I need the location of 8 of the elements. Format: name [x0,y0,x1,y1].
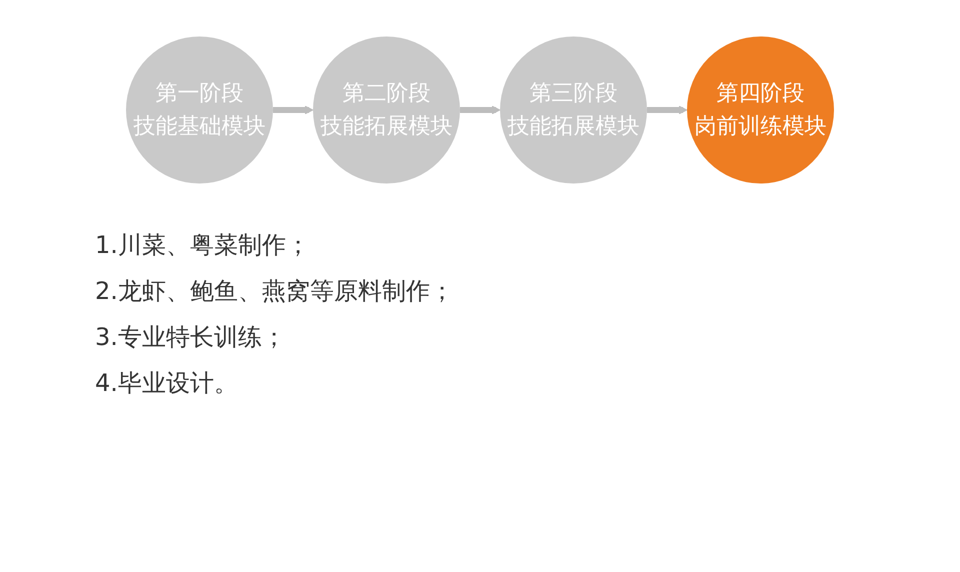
arrow [460,106,500,114]
arrow [273,106,314,114]
list-item: 2.龙虾、鲍鱼、燕窝等原料制作； [95,276,454,307]
list-item: 4.毕业设计。 [95,368,239,399]
node-circle: 第四阶段 岗前训练模块 [687,36,834,184]
list-item: 1.川菜、粤菜制作； [95,230,311,261]
arrow [647,106,688,114]
list-item: 3.专业特长训练； [95,322,287,353]
